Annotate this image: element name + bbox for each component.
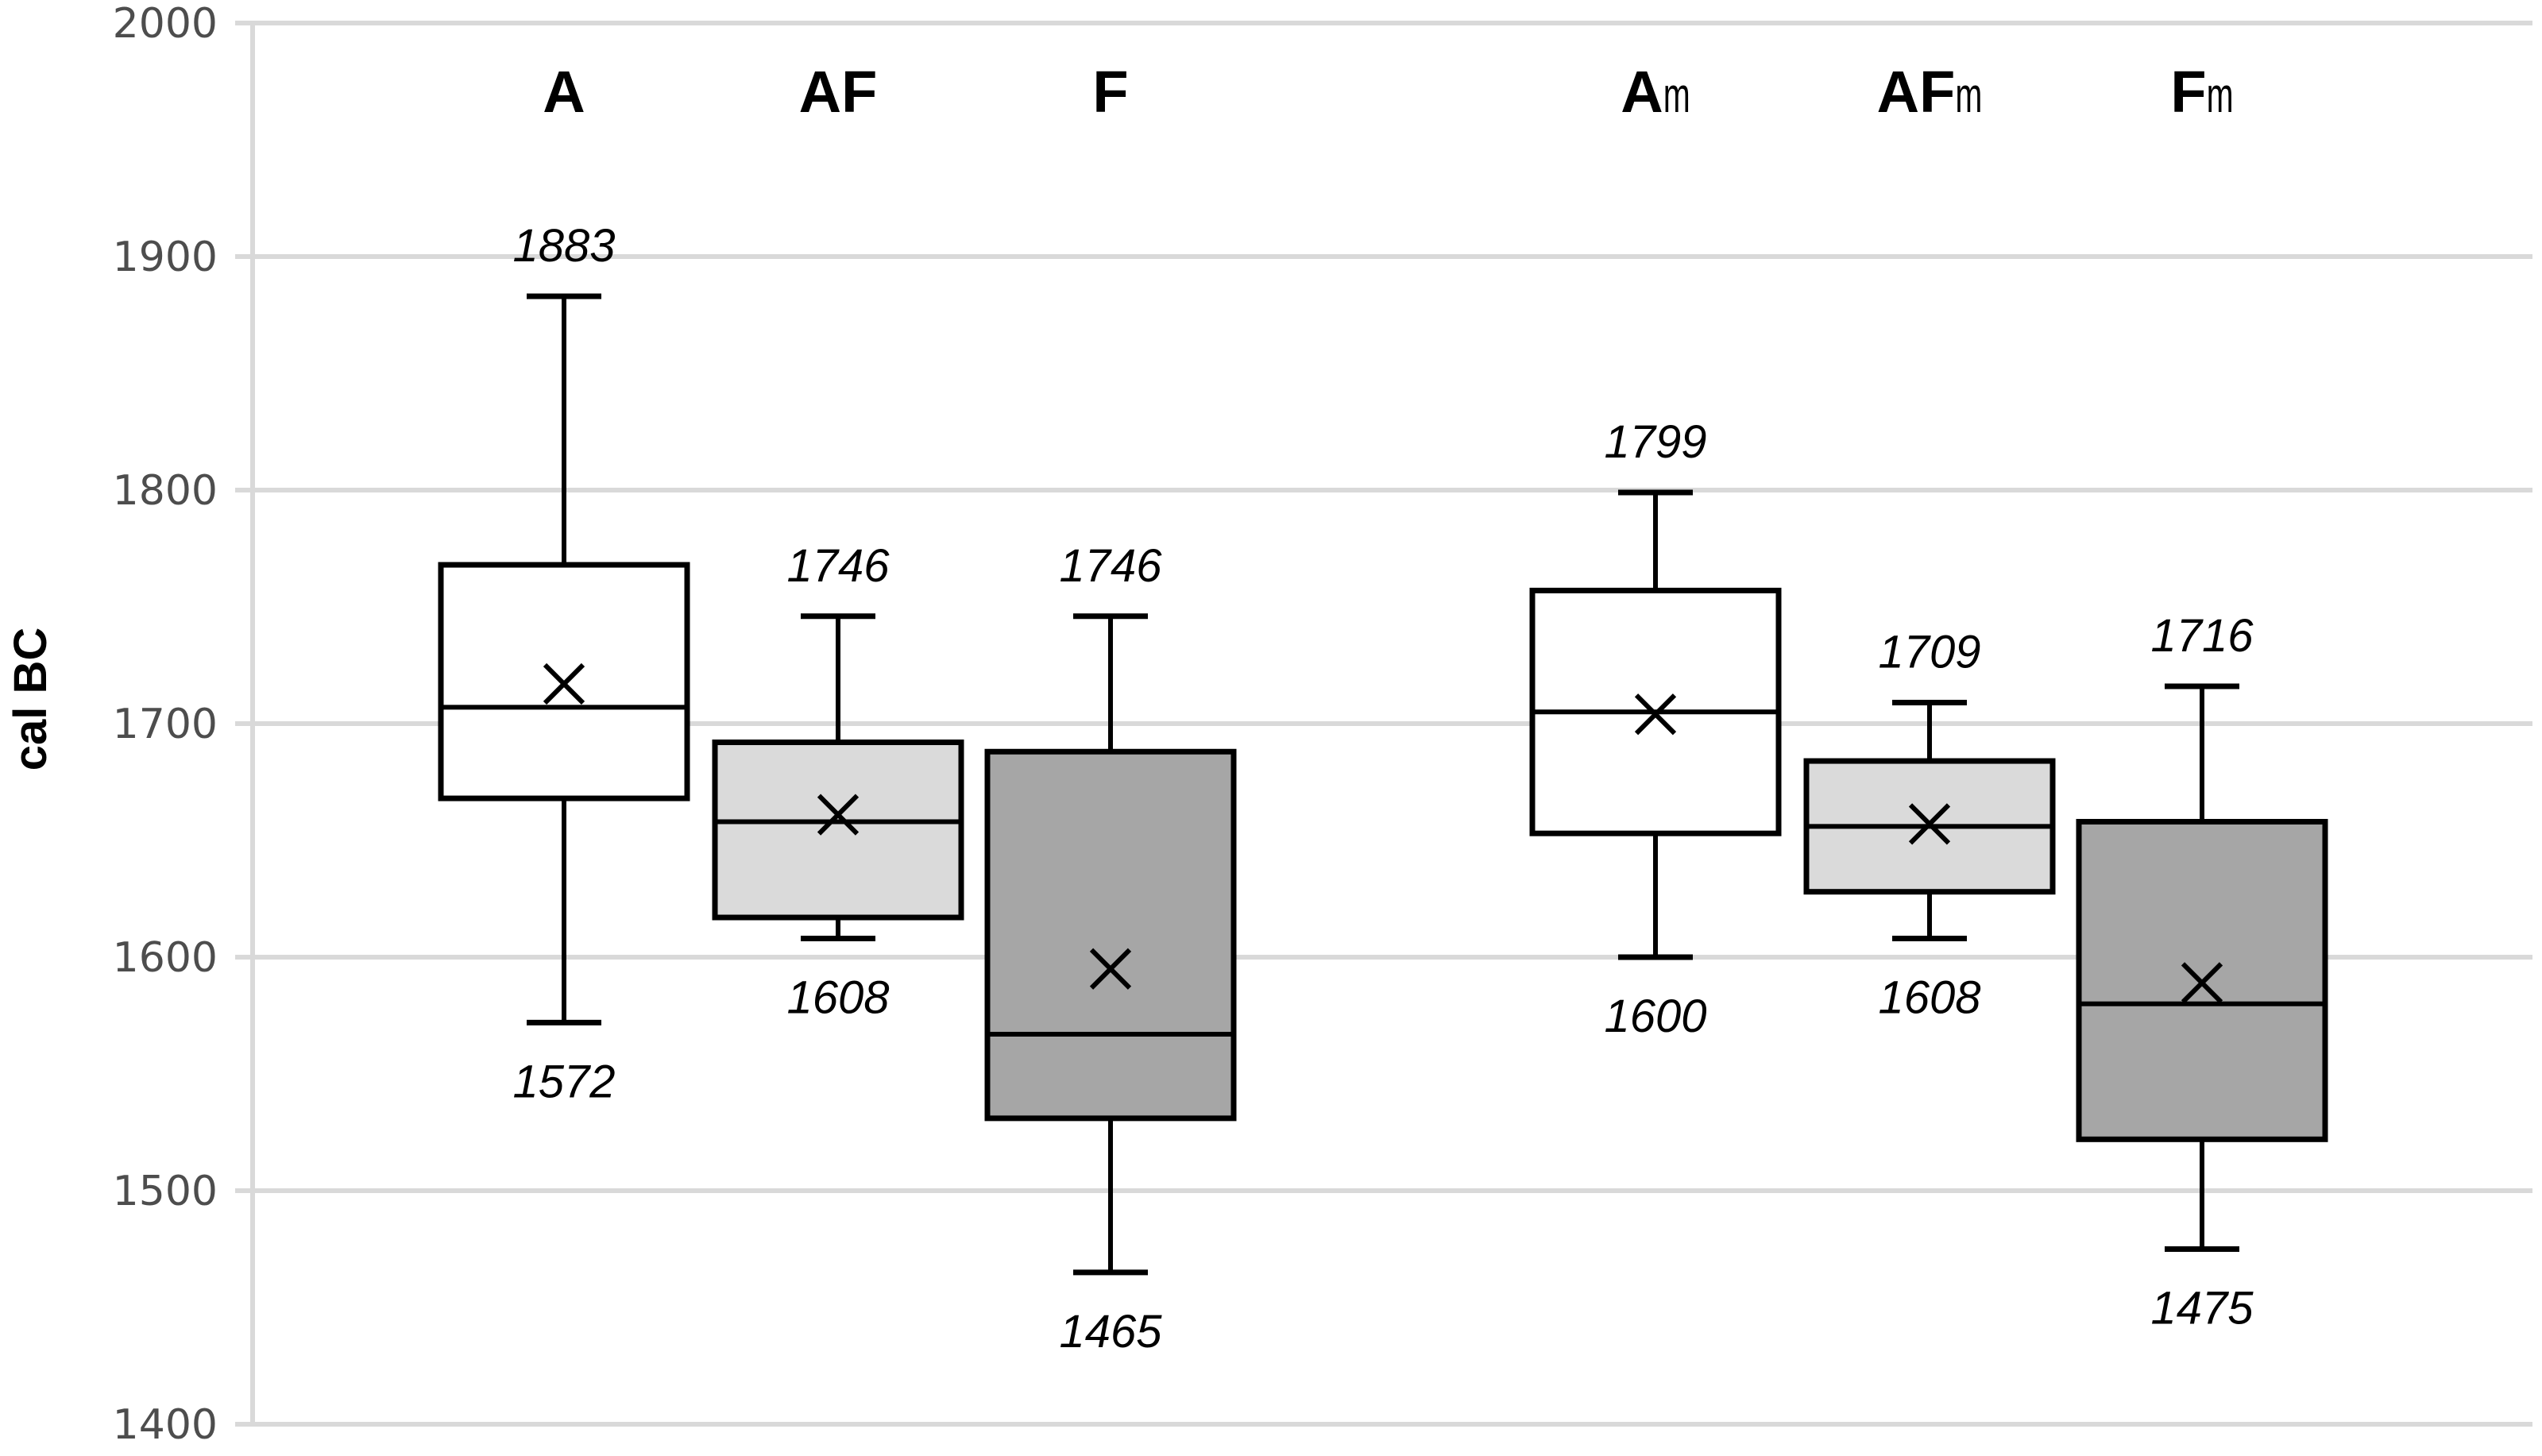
y-tick-label: 1800 bbox=[113, 467, 218, 515]
mean-marker-stroke bbox=[2181, 962, 2223, 1004]
iqr-box bbox=[712, 740, 964, 921]
min-value-label: 1572 bbox=[512, 1056, 615, 1107]
mean-marker-stroke bbox=[1089, 948, 1132, 990]
mean-marker bbox=[1908, 803, 1951, 845]
category-label-main: A bbox=[1621, 59, 1663, 125]
y-tick-label: 1400 bbox=[113, 1401, 218, 1449]
category-label-af: AF bbox=[799, 59, 878, 125]
category-label-suffix: m bbox=[1663, 68, 1690, 123]
value-labels: 1883 1572 1746 1608 1746 1465 1799 1600 1709 1608… bbox=[512, 220, 2254, 1358]
category-label-suffix: m bbox=[2207, 68, 2234, 123]
y-tick-label: 2000 bbox=[113, 0, 218, 48]
min-value-label: 1475 bbox=[2150, 1283, 2254, 1334]
max-value-label: 1709 bbox=[1878, 627, 1980, 678]
category-label-a: A bbox=[543, 59, 585, 125]
y-tick-label: 1600 bbox=[113, 934, 218, 982]
max-value-label: 1716 bbox=[2150, 610, 2254, 662]
max-value-label: 1746 bbox=[1059, 540, 1162, 592]
max-value-label: 1883 bbox=[512, 220, 615, 272]
category-label-fm: Fm bbox=[2170, 59, 2233, 125]
mean-marker-stroke bbox=[1908, 803, 1951, 845]
y-tick-labels: 1400 1500 1600 1700 1800 1900 2000 bbox=[113, 0, 218, 1449]
category-label-afm: AFm bbox=[1877, 59, 1983, 125]
box-am bbox=[1529, 489, 1782, 960]
mean-marker-stroke bbox=[1634, 693, 1677, 736]
min-value-label: 1608 bbox=[786, 971, 889, 1023]
box-af bbox=[712, 613, 964, 941]
mean-marker-stroke bbox=[817, 794, 860, 836]
y-axis-title: cal BC bbox=[5, 628, 56, 771]
max-value-label: 1746 bbox=[786, 540, 890, 592]
y-tick-label: 1700 bbox=[113, 701, 218, 748]
min-value-label: 1465 bbox=[1059, 1306, 1162, 1358]
category-label-suffix: m bbox=[1955, 68, 1982, 123]
category-label-main: AF bbox=[1877, 59, 1956, 125]
mean-marker bbox=[1634, 693, 1677, 736]
min-value-label: 1600 bbox=[1604, 991, 1706, 1042]
iqr-box bbox=[984, 748, 1237, 1122]
max-value-label: 1799 bbox=[1604, 416, 1706, 468]
category-label-main: F bbox=[1092, 59, 1128, 125]
mean-marker bbox=[543, 662, 585, 705]
category-label-main: AF bbox=[799, 59, 878, 125]
box-a bbox=[438, 293, 690, 1025]
category-label-main: F bbox=[2170, 59, 2206, 125]
category-label-main: A bbox=[543, 59, 585, 125]
min-value-label: 1608 bbox=[1878, 971, 1980, 1023]
mean-marker-stroke bbox=[543, 662, 585, 705]
box-afm bbox=[1803, 700, 2056, 941]
box-f bbox=[984, 613, 1237, 1276]
y-tick-label: 1500 bbox=[113, 1168, 218, 1215]
box-fm bbox=[2076, 683, 2328, 1252]
category-label-am: Am bbox=[1621, 59, 1690, 125]
category-label-f: F bbox=[1092, 59, 1128, 125]
mean-marker bbox=[2181, 962, 2223, 1004]
mean-marker bbox=[817, 794, 860, 836]
boxes bbox=[438, 293, 2328, 1276]
mean-marker bbox=[1089, 948, 1132, 990]
y-tick-label: 1900 bbox=[113, 234, 218, 281]
